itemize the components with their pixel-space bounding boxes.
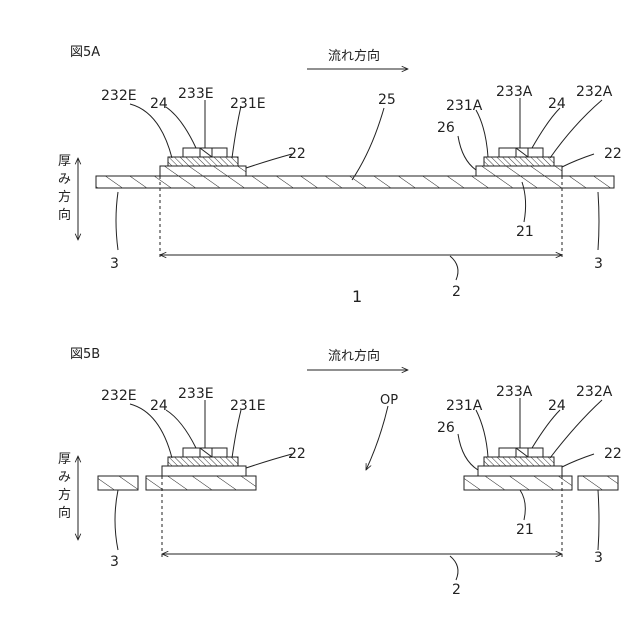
label-231E: 231E — [230, 96, 266, 112]
label-24-left: 24 — [150, 96, 168, 112]
label-3-right: 3 — [594, 550, 603, 566]
figure-b-thickness-label: 厚 み 方 向 — [58, 452, 71, 521]
label-232E: 232E — [101, 88, 137, 104]
label-22-right: 22 — [604, 146, 622, 162]
label-3-left: 3 — [110, 554, 119, 570]
figure-a-leader-22-right — [562, 154, 594, 167]
figure-b-leader-231A — [476, 410, 488, 457]
svg-text:み: み — [58, 172, 71, 187]
figure-b-leader-22-right — [562, 454, 594, 467]
label-233E: 233E — [178, 386, 214, 402]
figure-a-leader-24-right — [532, 108, 560, 148]
svg-text:向: 向 — [58, 207, 71, 223]
figure-a-leader-22-left — [246, 154, 292, 168]
figure-b-left-layer-231E — [168, 457, 238, 466]
label-233A: 233A — [496, 384, 533, 400]
label-233E: 233E — [178, 86, 214, 102]
label-26: 26 — [437, 120, 455, 136]
figure-a-leader-232E — [130, 104, 172, 158]
figure-b-right-layer-22 — [478, 466, 562, 476]
figure-b-title: 図5B — [70, 347, 100, 362]
label-2: 2 — [452, 284, 461, 300]
figure-a-leader-26 — [458, 136, 476, 170]
figure-b-flow-label: 流れ方向 — [328, 348, 380, 364]
label-24-right: 24 — [548, 398, 566, 414]
label-21: 21 — [516, 224, 534, 240]
label-232A: 232A — [576, 84, 613, 100]
figure-b-leader-3-left — [115, 490, 118, 550]
figure-b-right-layer-231A — [484, 457, 554, 466]
figure-a-thickness-label: 厚 み 方 向 — [58, 154, 71, 223]
figure-b-sheet-3-left — [98, 476, 138, 490]
figure-a-leader-3-left — [116, 192, 118, 250]
figure-a-leader-231A — [476, 110, 488, 157]
figure-b-leader-2 — [450, 556, 458, 580]
figure-b-piece-right — [464, 476, 572, 490]
figure-a-leader-2 — [450, 256, 458, 280]
label-232A: 232A — [576, 384, 613, 400]
figure-a-flow-label: 流れ方向 — [328, 48, 380, 64]
figure-b-sheet-3-right — [578, 476, 618, 490]
svg-text:厚: 厚 — [58, 452, 71, 467]
figure-a-leader-231E — [232, 106, 241, 158]
figure-b-leader-231E — [232, 410, 241, 458]
label-1: 1 — [352, 287, 362, 306]
figure-a-leader-25 — [352, 108, 384, 180]
figure-b-leader-24-left — [166, 410, 196, 448]
label-24-left: 24 — [150, 398, 168, 414]
figure-a-base-sheet — [96, 176, 614, 188]
figure-b-leader-24-right — [532, 410, 560, 448]
figure-b-leader-21 — [520, 490, 525, 520]
figure-a-leader-24-left — [166, 107, 196, 148]
svg-text:み: み — [58, 470, 71, 485]
label-2: 2 — [452, 582, 461, 598]
label-25: 25 — [378, 92, 396, 108]
label-3-right: 3 — [594, 256, 603, 272]
label-22-right: 22 — [604, 446, 622, 462]
label-3-left: 3 — [110, 256, 119, 272]
figure-a-left-layer-22 — [160, 166, 246, 176]
svg-text:方: 方 — [58, 487, 71, 503]
figure-a-leader-3-right — [598, 192, 599, 250]
figure-a-title: 図5A — [70, 45, 100, 60]
figure-b-op-arrow — [366, 406, 388, 470]
label-26: 26 — [437, 420, 455, 436]
figure-a-left-layer-231E — [168, 157, 238, 166]
figure-b-leader-3-right — [598, 490, 599, 550]
svg-text:厚: 厚 — [58, 154, 71, 169]
label-231A: 231A — [446, 398, 483, 414]
label-231E: 231E — [230, 398, 266, 414]
figure-a-right-layer-22 — [476, 166, 562, 176]
figure-5a: 図5A 流れ方向 厚 み 方 向 — [58, 45, 622, 306]
figure-b-left-layer-22 — [162, 466, 246, 476]
label-233A: 233A — [496, 84, 533, 100]
label-24-right: 24 — [548, 96, 566, 112]
label-22-left: 22 — [288, 446, 306, 462]
label-OP: OP — [380, 393, 398, 408]
svg-text:向: 向 — [58, 505, 71, 521]
label-232E: 232E — [101, 388, 137, 404]
label-22-left: 22 — [288, 146, 306, 162]
figure-b-leader-26 — [458, 434, 478, 470]
label-21: 21 — [516, 522, 534, 538]
label-231A: 231A — [446, 98, 483, 114]
figure-b-leader-22-left — [246, 454, 292, 468]
figure-5b: 図5B 流れ方向 厚 み 方 向 — [58, 347, 622, 598]
figure-a-right-layer-231A — [484, 157, 554, 166]
svg-text:方: 方 — [58, 189, 71, 205]
